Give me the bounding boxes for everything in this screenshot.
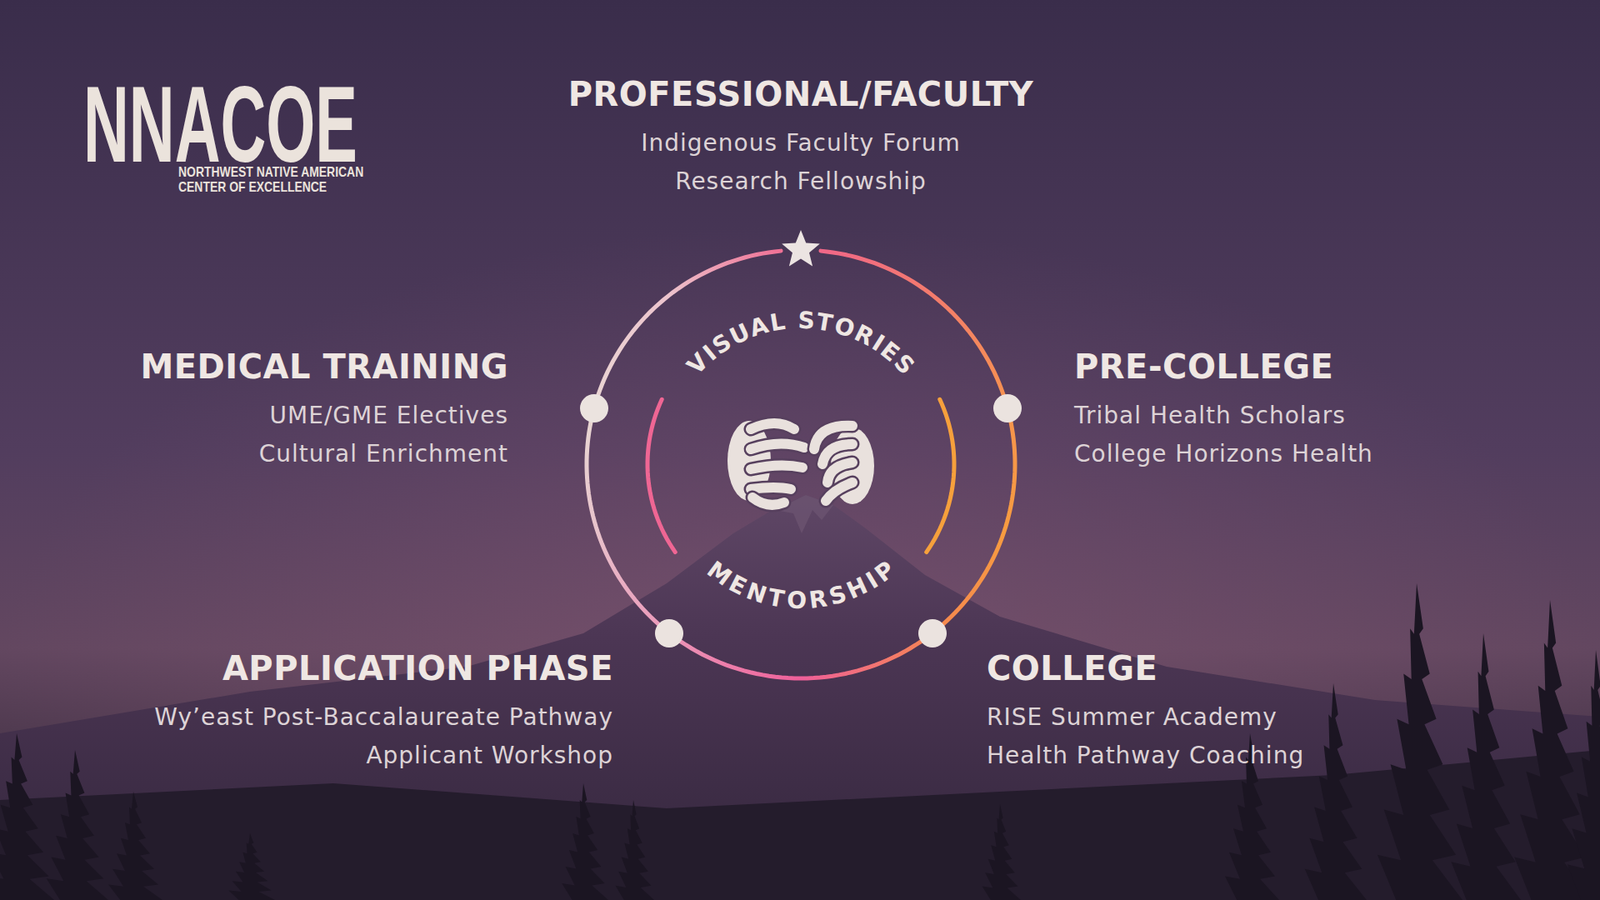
- program-item: Health Pathway Coaching: [986, 736, 1305, 775]
- hub-letter: T: [766, 585, 787, 612]
- hub-letter: R: [807, 586, 829, 613]
- program-item: Wy’east Post-Baccalaureate Pathway: [154, 698, 614, 737]
- stage-dot: APPLICATION PHASEWy’east Post-Baccalaure…: [655, 619, 684, 648]
- program-item: Applicant Workshop: [154, 736, 614, 775]
- tree-silhouette: [1300, 683, 1367, 900]
- ring-arc: [820, 250, 1004, 395]
- inner-arc: [647, 399, 675, 552]
- tree-silhouette: [1370, 583, 1463, 900]
- stage-heading: MEDICAL TRAINING: [140, 345, 509, 388]
- tree-silhouette: [41, 750, 109, 900]
- tree-silhouette: [104, 791, 163, 900]
- tree-silhouette: [1508, 600, 1592, 900]
- program-item: RISE Summer Academy: [986, 698, 1305, 737]
- hub-letter: S: [797, 309, 815, 334]
- program-item: Tribal Health Scholars: [1074, 396, 1374, 435]
- tree-silhouette: [0, 733, 55, 900]
- ring-arc: [680, 641, 921, 679]
- tree-silhouette: [979, 804, 1021, 900]
- tree-line: [0, 583, 1600, 900]
- tree-silhouette: [612, 800, 655, 900]
- hub-outline: [625, 289, 976, 640]
- hub-letter: L: [768, 310, 787, 336]
- inner-arc: [926, 399, 955, 552]
- star-shape: [780, 230, 821, 270]
- star-shape: [781, 230, 820, 266]
- stage-heading: APPLICATION PHASE: [154, 647, 614, 690]
- mountain: [0, 495, 1600, 900]
- hub-letter: [786, 309, 797, 334]
- tree-silhouette: [225, 833, 275, 900]
- logo-wordmark: NNACOE: [83, 70, 358, 179]
- stage-heading: PRE-COLLEGE: [1074, 345, 1374, 388]
- hub-circle: VISUAL STORIESMENTORSHIP: [625, 289, 976, 640]
- stage-dot: PRE-COLLEGETribal Health ScholarsCollege…: [993, 394, 1022, 423]
- stage-dot: COLLEGERISE Summer AcademyHealth Pathway…: [918, 619, 947, 648]
- tree-silhouette: [1562, 650, 1600, 900]
- star-marker: PROFESSIONAL/FACULTYIndigenous Faculty F…: [780, 230, 821, 270]
- hub-letter: O: [786, 589, 808, 614]
- ring-arc: [598, 250, 781, 395]
- logo-subtitle: NORTHWEST NATIVE AMERICAN CENTER OF EXCE…: [178, 165, 384, 195]
- stage-heading: PROFESSIONAL/FACULTY: [568, 73, 1035, 115]
- program-item: Research Fellowship: [568, 162, 1035, 201]
- stage-dot: MEDICAL TRAININGUME/GME ElectivesCultura…: [580, 394, 609, 423]
- program-item: Cultural Enrichment: [140, 435, 509, 474]
- program-item: UME/GME Electives: [140, 396, 509, 435]
- tree-silhouette: [558, 783, 609, 900]
- stage-heading: COLLEGE: [986, 647, 1305, 690]
- hands-icon: [727, 420, 875, 505]
- program-item: College Horizons Health: [1074, 435, 1374, 474]
- program-item: Indigenous Faculty Forum: [568, 124, 1035, 163]
- tree-silhouette: [1445, 633, 1521, 900]
